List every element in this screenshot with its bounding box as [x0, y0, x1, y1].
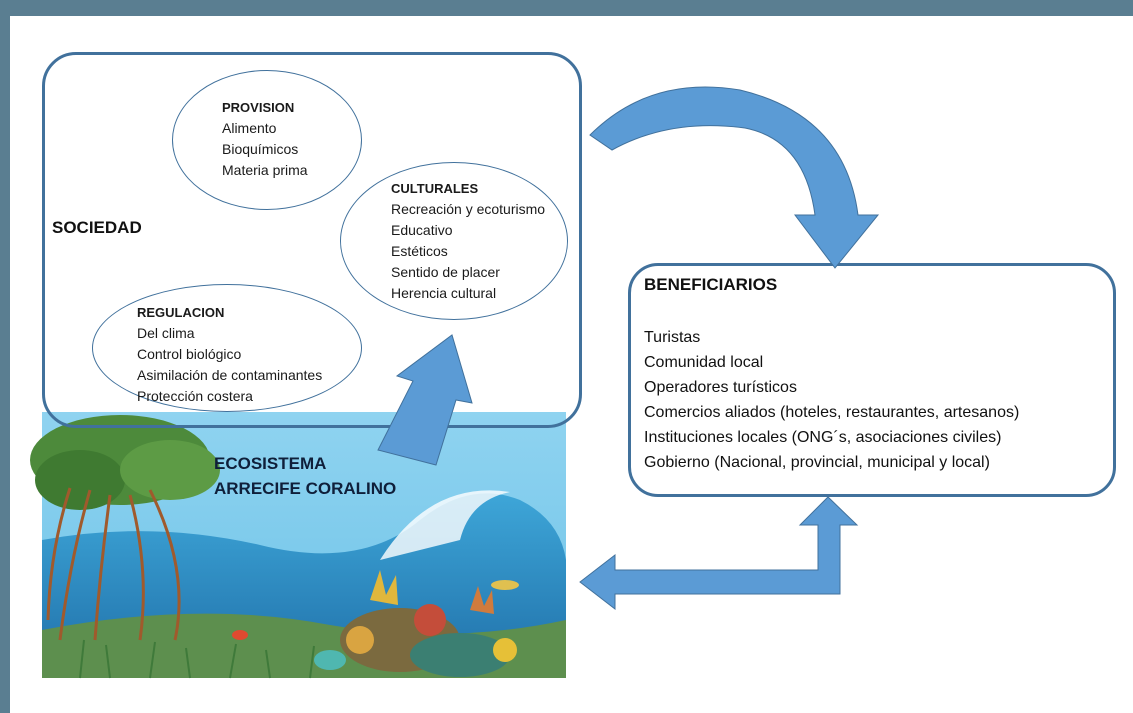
ecosistema-title: ECOSISTEMA ARRECIFE CORALINO [214, 451, 396, 501]
ecosistema-line1: ECOSISTEMA [214, 454, 327, 473]
double-arrow [579, 496, 859, 611]
provision-item: Materia prima [222, 162, 308, 178]
beneficiarios-box [628, 263, 1116, 497]
regulacion-title: REGULACION [137, 305, 225, 320]
beneficiario-item: Gobierno (Nacional, provincial, municipa… [644, 454, 990, 471]
culturales-item: Sentido de placer [391, 264, 500, 280]
beneficiario-item: Operadores turísticos [644, 379, 797, 396]
culturales-item: Educativo [391, 222, 453, 238]
beneficiario-item: Instituciones locales (ONG´s, asociacion… [644, 429, 1002, 446]
regulacion-ellipse [92, 284, 362, 412]
culturales-ellipse [340, 162, 568, 320]
regulacion-text: REGULACION Del clima Control biológico A… [137, 302, 322, 407]
regulacion-item: Protección costera [137, 388, 253, 404]
beneficiarios-title: BENEFICIARIOS [644, 275, 778, 294]
culturales-text: CULTURALES Recreación y ecoturismo Educa… [391, 178, 545, 304]
beneficiario-item: Comunidad local [644, 354, 764, 371]
provision-title: PROVISION [222, 100, 295, 115]
culturales-item: Herencia cultural [391, 285, 497, 301]
provision-ellipse [172, 70, 362, 210]
curved-arrow [589, 86, 880, 269]
beneficiarios-list: Turistas Comunidad local Operadores turí… [644, 325, 1019, 475]
beneficiario-item: Turistas [644, 329, 701, 346]
sociedad-box [42, 52, 582, 428]
culturales-title: CULTURALES [391, 181, 479, 196]
provision-item: Alimento [222, 120, 277, 136]
regulacion-item: Control biológico [137, 346, 242, 362]
sociedad-label: SOCIEDAD [52, 218, 142, 237]
regulacion-item: Del clima [137, 325, 195, 341]
ecosistema-line2: ARRECIFE CORALINO [214, 479, 397, 498]
culturales-item: Estéticos [391, 243, 448, 259]
provision-text: PROVISION Alimento Bioquímicos Materia p… [222, 97, 308, 181]
up-arrow [377, 334, 473, 466]
beneficiario-item: Comercios aliados (hoteles, restaurantes… [644, 404, 1020, 421]
provision-item: Bioquímicos [222, 141, 299, 157]
culturales-item: Recreación y ecoturismo [391, 201, 546, 217]
regulacion-item: Asimilación de contaminantes [137, 367, 323, 383]
